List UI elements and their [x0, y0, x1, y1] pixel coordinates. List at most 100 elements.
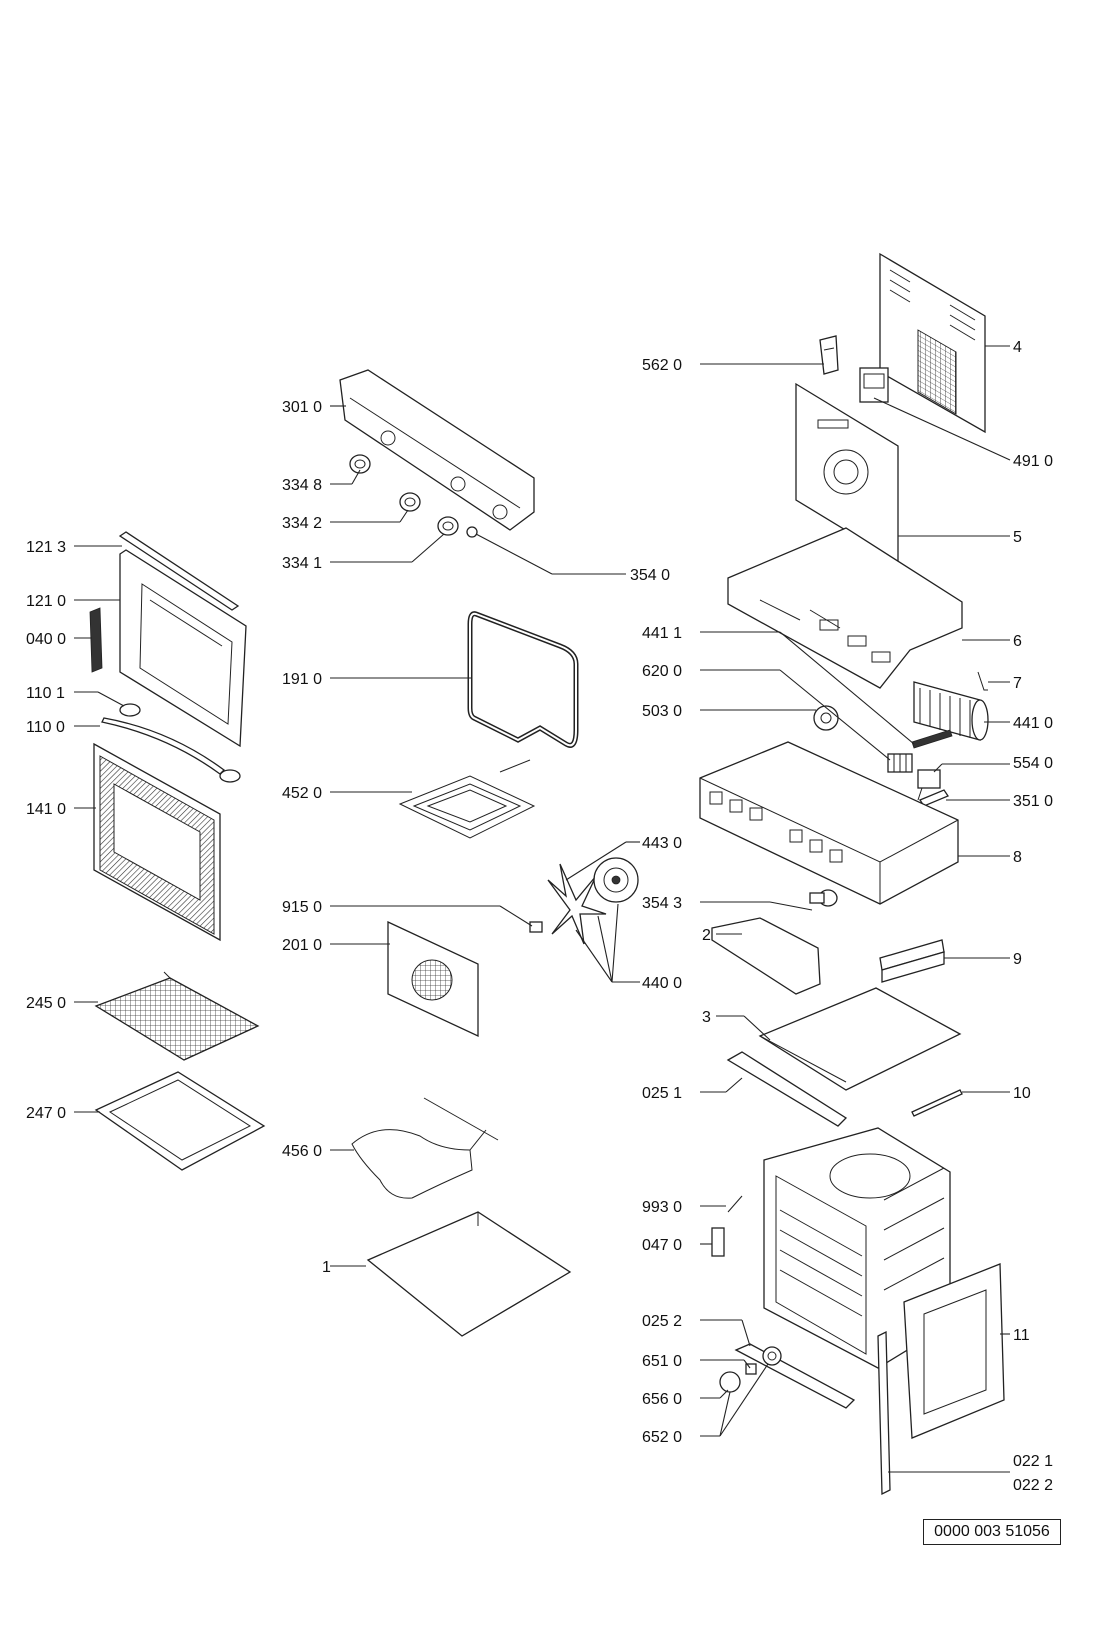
- callout-652-0: 652 0: [642, 1429, 682, 1446]
- front-frame-part: [903, 1263, 1005, 1439]
- lamp-354-0-part: [466, 526, 478, 538]
- control-panel-part: [339, 369, 535, 531]
- callout-440-0: 440 0: [642, 975, 682, 992]
- callout-025-2: 025 2: [642, 1313, 682, 1330]
- callout-993-0: 993 0: [642, 1199, 682, 1216]
- callout-656-0: 656 0: [642, 1391, 682, 1408]
- callout-354-0: 354 0: [630, 567, 670, 584]
- callout-025-1: 025 1: [642, 1085, 682, 1102]
- spindle-651-part: [745, 1363, 757, 1375]
- outer-door-part: [93, 742, 221, 942]
- callout-651-0: 651 0: [642, 1353, 682, 1370]
- knob-656-part: [719, 1371, 741, 1393]
- handle-110-0-part: [101, 717, 225, 775]
- callout-301-0: 301 0: [282, 399, 322, 416]
- callout-3: 3: [702, 1009, 711, 1026]
- side-rail-022-part: [877, 1330, 891, 1496]
- callout-191-0: 191 0: [282, 671, 322, 688]
- nut-915-part: [529, 921, 543, 933]
- back-plate-part: [795, 382, 899, 564]
- lamp-351-part: [919, 789, 949, 807]
- rear-panel-part: [879, 252, 986, 434]
- bracket-562-part: [819, 335, 839, 375]
- callout-201-0: 201 0: [282, 937, 322, 954]
- knob-334-1-part: [437, 516, 459, 536]
- callout-121-0: 121 0: [26, 593, 66, 610]
- callout-labels: 4 562 0 301 0 491 0 334 8 334 2 121 3 5 …: [26, 339, 1053, 1494]
- terminal-block-part: [887, 753, 913, 773]
- screw-993-part: [727, 1195, 743, 1213]
- callout-351-0: 351 0: [1013, 793, 1053, 810]
- hinge-040-part: [89, 607, 103, 673]
- callout-441-0: 441 0: [1013, 715, 1053, 732]
- fan-blade-part: [547, 863, 607, 945]
- callout-141-0: 141 0: [26, 801, 66, 818]
- strip-10-part: [911, 1089, 963, 1117]
- callout-8: 8: [1013, 849, 1022, 866]
- seal-121-3-part: [118, 531, 240, 611]
- callout-554-0: 554 0: [1013, 755, 1053, 772]
- grill-element-part: [398, 759, 536, 839]
- bottom-element-part: [351, 1097, 499, 1199]
- callout-9: 9: [1013, 951, 1022, 968]
- callout-441-1: 441 1: [642, 625, 682, 642]
- plate-3-part: [758, 987, 962, 1091]
- callout-443-0: 443 0: [642, 835, 682, 852]
- callout-456-0: 456 0: [282, 1143, 322, 1160]
- bracket-2-part: [711, 917, 821, 995]
- bottom-plate-part: [366, 1211, 572, 1337]
- fan-motor-part: [593, 857, 639, 903]
- bracket-047-part: [711, 1227, 725, 1257]
- callout-452-0: 452 0: [282, 785, 322, 802]
- callout-1: 1: [322, 1259, 331, 1276]
- callout-10: 10: [1013, 1085, 1031, 1102]
- callout-022-2: 022 2: [1013, 1477, 1053, 1494]
- fan-cover-part: [387, 920, 479, 1038]
- callout-334-8: 334 8: [282, 477, 322, 494]
- callout-503-0: 503 0: [642, 703, 682, 720]
- document-id-box: 0000 003 51056: [923, 1519, 1061, 1545]
- knob-base-652-part: [762, 1346, 782, 1366]
- strip-025-1-part: [726, 1051, 848, 1127]
- lamp-354-3-part: [809, 889, 838, 907]
- callout-7: 7: [1013, 675, 1022, 692]
- callout-334-1: 334 1: [282, 555, 322, 572]
- callout-040-0: 040 0: [26, 631, 66, 648]
- callout-491-0: 491 0: [1013, 453, 1053, 470]
- spacer-110-1-part: [119, 703, 241, 783]
- control-housing-part: [699, 741, 959, 905]
- callout-110-1: 110 1: [26, 685, 65, 702]
- callout-4: 4: [1013, 339, 1022, 356]
- cooling-fan-part: [913, 681, 989, 741]
- callout-110-0: 110 0: [26, 719, 65, 736]
- gasket-191-part: [467, 611, 579, 748]
- clip-7-part: [977, 671, 988, 691]
- callout-5: 5: [1013, 529, 1022, 546]
- motor-503-part: [813, 705, 839, 731]
- callout-121-3: 121 3: [26, 539, 66, 556]
- wire-rack-part: [94, 971, 260, 1061]
- callout-047-0: 047 0: [642, 1237, 682, 1254]
- callout-11: 11: [1013, 1327, 1030, 1344]
- callout-247-0: 247 0: [26, 1105, 66, 1122]
- callout-620-0: 620 0: [642, 663, 682, 680]
- rail-9-part: [879, 939, 945, 983]
- strip-025-2-part: [734, 1343, 856, 1409]
- top-cover-part: [727, 527, 963, 689]
- callout-354-3: 354 3: [642, 895, 682, 912]
- callout-562-0: 562 0: [642, 357, 682, 374]
- inner-door-part: [119, 549, 247, 748]
- callout-915-0: 915 0: [282, 899, 322, 916]
- leader-lines: [74, 345, 1011, 1473]
- callout-334-2: 334 2: [282, 515, 322, 532]
- callout-2: 2: [702, 927, 711, 944]
- callout-245-0: 245 0: [26, 995, 66, 1012]
- baking-tray-part: [94, 1071, 266, 1171]
- callout-022-1: 022 1: [1013, 1453, 1053, 1470]
- fan-bar-part: [911, 729, 953, 749]
- knob-334-2-part: [399, 492, 421, 512]
- switch-554-part: [917, 769, 941, 801]
- knob-334-8-part: [349, 454, 371, 474]
- thermostat-block-part: [859, 367, 889, 403]
